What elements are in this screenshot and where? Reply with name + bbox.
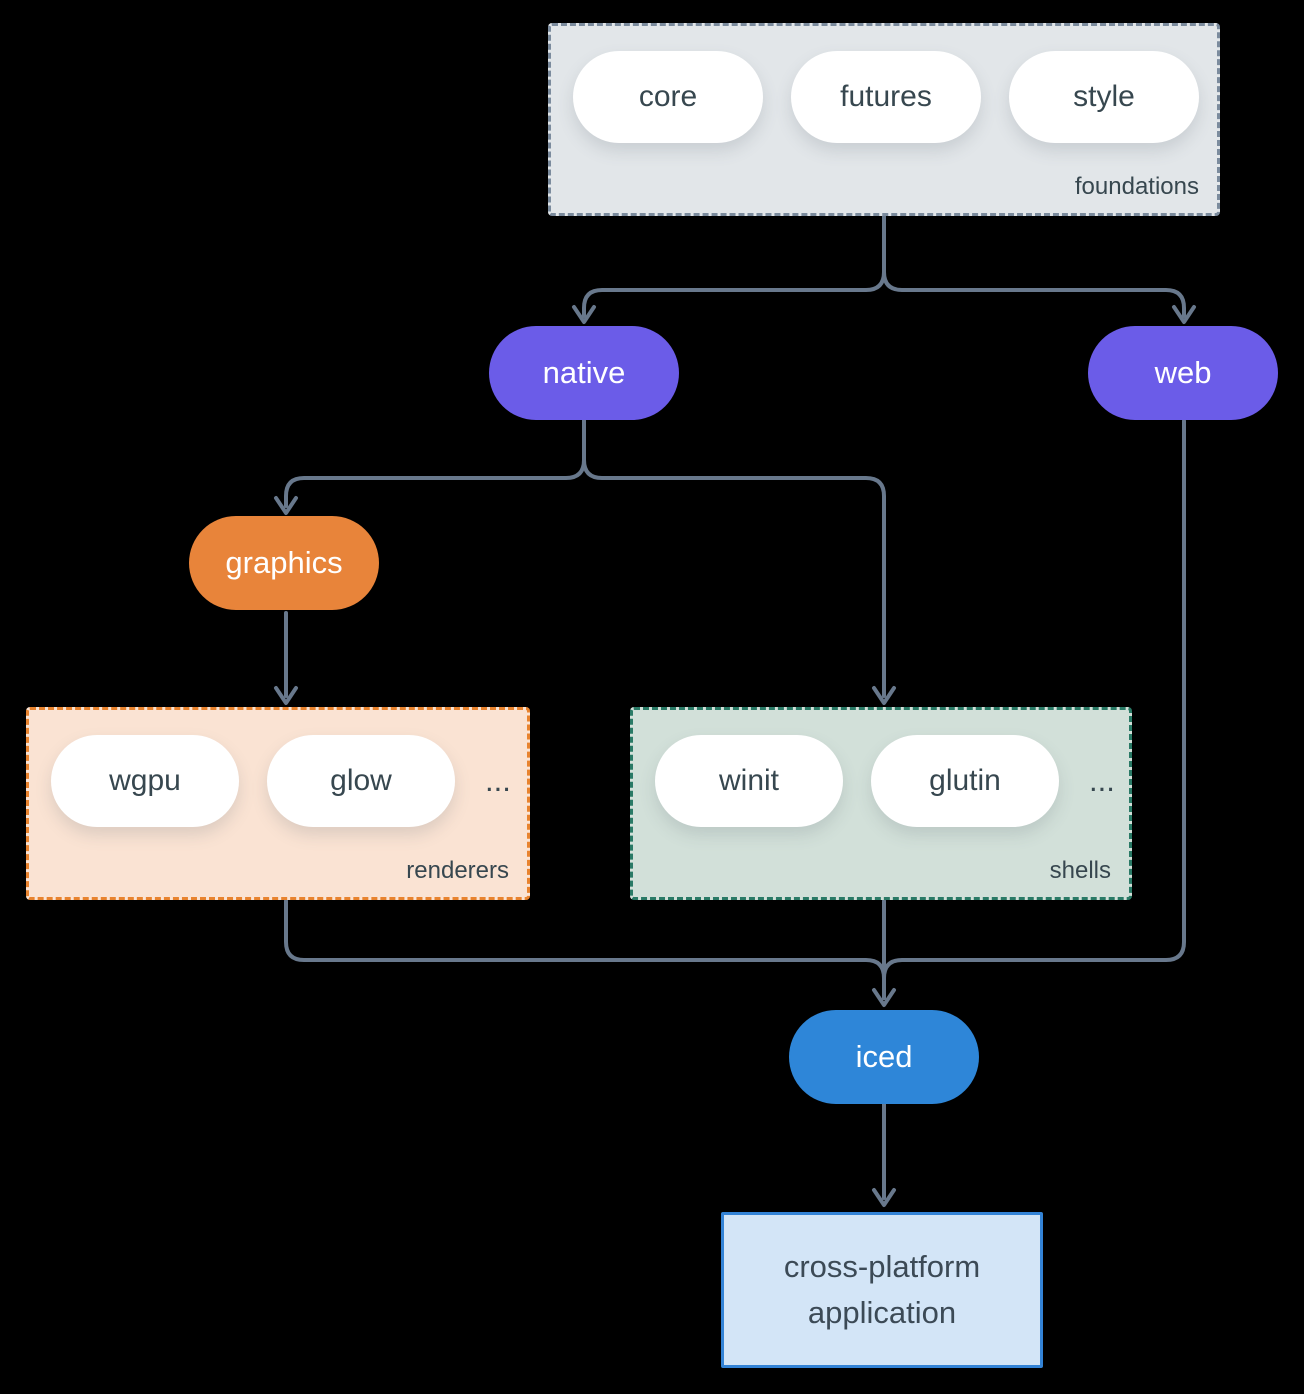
edge-foundations-native bbox=[582, 215, 886, 318]
node-graphics: graphics bbox=[189, 516, 379, 610]
edge-native-graphics bbox=[284, 419, 586, 508]
renderers-group: wgpu glow ... renderers bbox=[26, 707, 530, 900]
node-native: native bbox=[489, 326, 679, 420]
edge-renderers-iced bbox=[284, 899, 886, 1000]
shells-group-label: shells bbox=[1049, 857, 1111, 884]
arrowhead-shells bbox=[872, 686, 896, 705]
node-web-label: web bbox=[1154, 355, 1212, 390]
renderers-pills: wgpu glow ... bbox=[51, 735, 511, 827]
node-winit-label: winit bbox=[718, 764, 779, 797]
cross-platform-application-box: cross-platform application bbox=[721, 1212, 1043, 1368]
node-web: web bbox=[1088, 326, 1278, 420]
arrowhead-graphics bbox=[274, 496, 298, 515]
node-style-label: style bbox=[1073, 80, 1135, 113]
arrowhead-renderers bbox=[274, 686, 298, 705]
renderers-ellipsis: ... bbox=[485, 763, 511, 798]
node-wgpu-label: wgpu bbox=[109, 764, 181, 797]
arrowhead-native bbox=[572, 305, 596, 324]
renderers-group-label: renderers bbox=[406, 857, 509, 884]
node-glutin-label: glutin bbox=[929, 764, 1001, 797]
node-wgpu: wgpu bbox=[51, 735, 239, 827]
node-iced: iced bbox=[789, 1010, 979, 1104]
foundations-pills: core futures style bbox=[573, 51, 1199, 143]
node-glow-label: glow bbox=[330, 764, 392, 797]
node-graphics-label: graphics bbox=[225, 545, 343, 580]
node-glow: glow bbox=[267, 735, 455, 827]
node-native-label: native bbox=[542, 355, 626, 390]
cross-platform-application-label: cross-platform application bbox=[783, 1248, 981, 1331]
node-glutin: glutin bbox=[871, 735, 1059, 827]
edge-native-shells bbox=[582, 419, 886, 698]
shells-pills: winit glutin ... bbox=[655, 735, 1115, 827]
foundations-group-label: foundations bbox=[1074, 173, 1199, 200]
node-futures-label: futures bbox=[840, 80, 932, 113]
shells-group: winit glutin ... shells bbox=[630, 707, 1132, 900]
arrowhead-application bbox=[872, 1188, 896, 1207]
node-winit: winit bbox=[655, 735, 843, 827]
node-core: core bbox=[573, 51, 763, 143]
node-futures: futures bbox=[791, 51, 981, 143]
shells-ellipsis: ... bbox=[1089, 763, 1115, 798]
arrowhead-iced bbox=[872, 988, 896, 1007]
edge-foundations-web bbox=[882, 215, 1186, 318]
node-iced-label: iced bbox=[855, 1039, 913, 1074]
foundations-group: core futures style foundations bbox=[548, 23, 1220, 216]
node-core-label: core bbox=[638, 80, 698, 113]
arrowhead-web bbox=[1172, 305, 1196, 324]
node-style: style bbox=[1009, 51, 1199, 143]
